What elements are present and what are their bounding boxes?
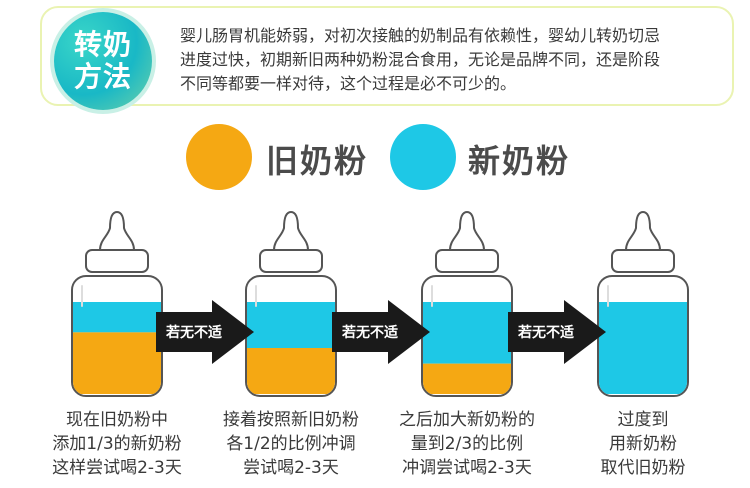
new-milk-layer: [599, 302, 687, 394]
bottle-nipple: [98, 210, 136, 251]
right-arrow-icon: [332, 300, 430, 364]
caption-step-2: 接着按照新旧奶粉 各1/2的比例冲调 尝试喝2-3天: [206, 408, 376, 480]
legend-new-swatch: [390, 124, 456, 190]
bottle-collar: [611, 249, 675, 273]
arrow-2: 若无不适: [332, 300, 430, 364]
bottle-nipple: [448, 210, 486, 251]
bottle-collar: [435, 249, 499, 273]
arrow-label: 若无不适: [166, 325, 222, 341]
right-arrow-icon: [156, 300, 254, 364]
bottle-nipple: [624, 210, 662, 251]
caption-line: 冲调尝试喝2-3天: [402, 458, 532, 478]
caption-line: 接着按照新旧奶粉: [223, 410, 359, 430]
arrow-label: 若无不适: [518, 325, 574, 341]
bottle-collar: [259, 249, 323, 273]
arrow-label: 若无不适: [342, 325, 398, 341]
bottle-icon: [245, 210, 337, 397]
new-milk-layer: [423, 302, 511, 364]
intro-line: 进度过快，初期新旧两种奶粉混合食用，无论是品牌不同，还是阶段: [180, 50, 661, 69]
bottle-step-2: [236, 206, 346, 400]
caption-line: 添加1/3的新奶粉: [52, 434, 182, 454]
caption-line: 各1/2的比例冲调: [226, 434, 356, 454]
new-milk-layer: [247, 302, 335, 348]
right-arrow-icon: [508, 300, 606, 364]
arrow-3: 若无不适: [508, 300, 606, 364]
old-milk-layer: [73, 332, 161, 394]
caption-line: 用新奶粉: [609, 434, 677, 454]
intro-text: 婴儿肠胃机能娇弱，对初次接触的奶制品有依赖性，婴幼儿转奶切忌 进度过快，初期新旧…: [180, 24, 750, 96]
caption-line: 尝试喝2-3天: [243, 458, 339, 478]
intro-line: 婴儿肠胃机能娇弱，对初次接触的奶制品有依赖性，婴幼儿转奶切忌: [180, 26, 661, 45]
caption-line: 量到2/3的比例: [410, 434, 524, 454]
badge-line-1: 转奶: [73, 28, 132, 61]
caption-step-3: 之后加大新奶粉的 量到2/3的比例 冲调尝试喝2-3天: [382, 408, 552, 480]
new-milk-layer: [73, 302, 161, 333]
legend-old-swatch: [186, 124, 252, 190]
caption-step-4: 过度到 用新奶粉 取代旧奶粉: [558, 408, 728, 480]
caption-line: 之后加大新奶粉的: [399, 410, 535, 430]
bottle-collar: [85, 249, 149, 273]
bottle-nipple: [272, 210, 310, 251]
legend-old-label: 旧奶粉: [266, 142, 369, 180]
caption-line: 现在旧奶粉中: [66, 410, 168, 430]
bottle-step-1: [62, 206, 172, 400]
old-milk-layer: [247, 348, 335, 394]
old-milk-layer: [423, 363, 511, 394]
legend-new-label: 新奶粉: [468, 142, 571, 180]
bottle-icon: [421, 210, 513, 397]
method-badge: 转奶 方法: [54, 12, 152, 110]
caption-line: 取代旧奶粉: [600, 458, 686, 478]
bottle-icon: [597, 210, 689, 397]
arrow-1: 若无不适: [156, 300, 254, 364]
intro-line: 不同等都要一样对待，这个过程是必不可少的。: [180, 74, 517, 93]
bottle-step-4: [588, 206, 698, 400]
badge-line-2: 方法: [73, 60, 132, 93]
bottle-icon: [71, 210, 163, 397]
bottle-step-3: [412, 206, 522, 400]
caption-line: 过度到: [617, 410, 669, 430]
caption-line: 这样尝试喝2-3天: [52, 458, 182, 478]
intro-card: 转奶 方法 婴儿肠胃机能娇弱，对初次接触的奶制品有依赖性，婴幼儿转奶切忌 进度过…: [40, 6, 734, 110]
caption-step-1: 现在旧奶粉中 添加1/3的新奶粉 这样尝试喝2-3天: [32, 408, 202, 480]
